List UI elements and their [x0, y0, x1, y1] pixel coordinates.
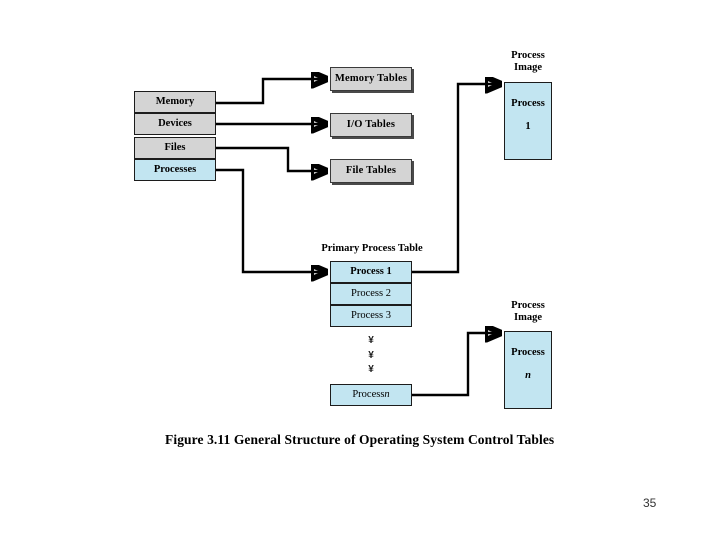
primary-process-row-label: Process 2 [351, 288, 391, 300]
resource-cell-files[interactable]: Files [134, 137, 216, 159]
resource-cell-processes[interactable]: Processes [134, 159, 216, 181]
process-image-n-line1: Process [511, 347, 545, 359]
ellipsis-glyph: ¥ [368, 364, 374, 375]
primary-process-row-3[interactable]: Process 3 [330, 305, 412, 327]
resource-cell-label: Memory [155, 96, 195, 108]
ellipsis-glyph: ¥ [368, 335, 374, 346]
page-number: 35 [643, 496, 657, 510]
process-image-n-box[interactable]: Process n [504, 331, 552, 409]
process-image-n-title: Process Image [511, 300, 545, 323]
process-image-1-title: Process Image [511, 50, 545, 73]
control-table-label: File Tables [345, 165, 397, 177]
primary-process-row-2[interactable]: Process 2 [330, 283, 412, 305]
primary-process-row-label-prefix: Process [352, 389, 385, 401]
process-image-1-box[interactable]: Process 1 [504, 82, 552, 160]
wire-processes-to-primary-process-table [216, 168, 326, 272]
primary-process-row-label: Process 3 [351, 310, 391, 322]
figure-caption: Figure 3.11 General Structure of Operati… [165, 432, 555, 447]
primary-process-table-title: Primary Process Table [321, 243, 423, 254]
ellipsis-glyph: ¥ [368, 349, 374, 361]
primary-process-row-label: Process 1 [350, 266, 392, 278]
resource-cell-memory[interactable]: Memory [134, 91, 216, 113]
wire-memory-to-memory-tables [216, 79, 326, 105]
resource-cell-devices[interactable]: Devices [134, 113, 216, 135]
control-table-label: Memory Tables [334, 73, 408, 85]
control-table-memory-tables[interactable]: Memory Tables [330, 67, 412, 91]
wire-processn-to-process-image-n [412, 333, 500, 397]
control-table-file-tables[interactable]: File Tables [330, 159, 412, 183]
primary-process-row-1[interactable]: Process 1 [330, 261, 412, 283]
resource-cell-label: Processes [153, 164, 197, 176]
resource-cell-label: Files [164, 142, 186, 154]
process-image-1-line1: Process [511, 98, 545, 110]
primary-process-row-label-suffix: n [384, 389, 390, 401]
vertical-ellipsis: ¥ ¥ ¥ [330, 334, 412, 378]
primary-process-row-n[interactable]: Process n [330, 384, 412, 406]
resource-cell-label: Devices [158, 118, 192, 130]
control-table-label: I/O Tables [346, 119, 396, 131]
process-image-1-line2: 1 [525, 120, 531, 132]
control-table-io-tables[interactable]: I/O Tables [330, 113, 412, 137]
process-image-n-line2: n [525, 369, 531, 381]
wire-files-to-file-tables [216, 146, 326, 171]
